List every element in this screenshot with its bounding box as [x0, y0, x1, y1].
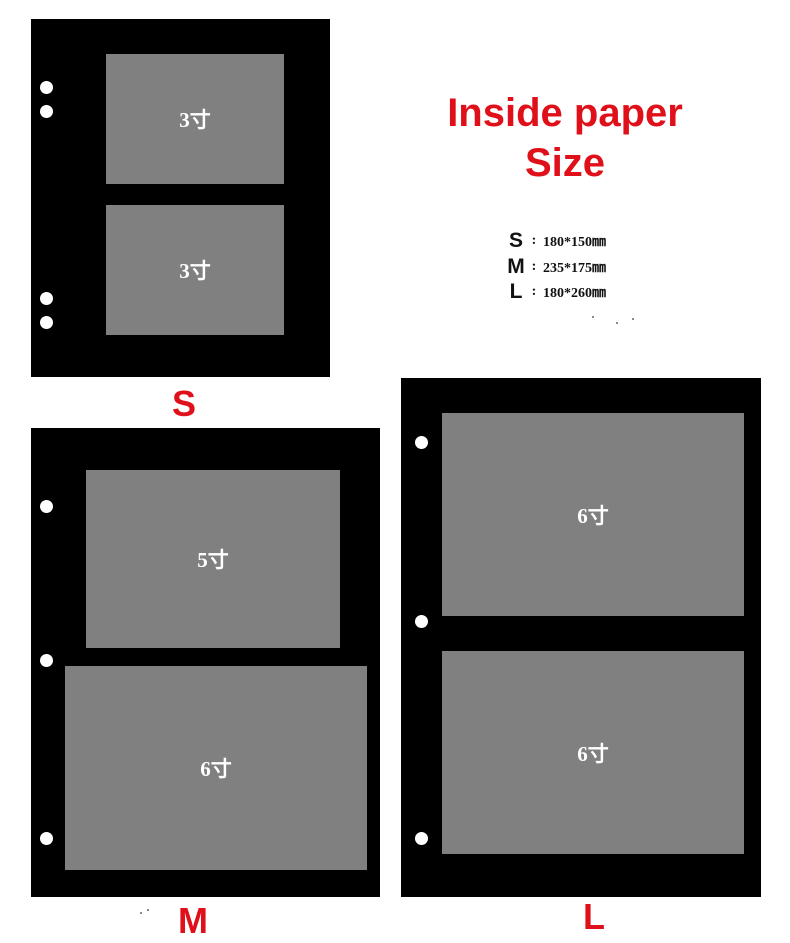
binder-hole: [40, 654, 53, 667]
photo-slot: 3寸: [106, 54, 284, 184]
binder-hole: [415, 832, 428, 845]
binder-hole: [40, 500, 53, 513]
spec-colon: :: [531, 284, 537, 299]
spec-row-m: M : 235*175㎜: [505, 255, 606, 279]
binder-hole: [40, 81, 53, 94]
page-s-label: S: [171, 383, 197, 424]
photo-slot-label: 6寸: [577, 503, 609, 528]
dust-speck: [632, 318, 634, 320]
spec-value: 180*260㎜: [543, 286, 606, 301]
page-m: 5寸 6寸: [31, 428, 380, 897]
photo-slot-label: 6寸: [577, 741, 609, 766]
binder-hole: [40, 292, 53, 305]
page-l: 6寸 6寸: [401, 378, 761, 897]
dust-speck: [147, 909, 149, 911]
photo-slot: 5寸: [86, 470, 340, 648]
binder-hole: [40, 832, 53, 845]
spec-value: 235*175㎜: [543, 261, 606, 276]
photo-slot: 3寸: [106, 205, 284, 335]
photo-slot: 6寸: [442, 413, 744, 616]
binder-hole: [415, 436, 428, 449]
page-m-label: M: [178, 900, 208, 941]
spec-row-l: L : 180*260㎜: [505, 280, 606, 304]
spec-colon: :: [531, 233, 537, 248]
photo-slot-label: 3寸: [179, 259, 211, 283]
dust-speck: [592, 316, 594, 318]
binder-hole: [40, 105, 53, 118]
size-title-line1: Inside paper: [447, 91, 683, 135]
size-title-line2: Size: [524, 141, 606, 185]
size-title: Inside paper Size: [405, 88, 725, 188]
dust-speck: [140, 912, 142, 914]
photo-slot: 6寸: [442, 651, 744, 854]
spec-row-s: S : 180*150㎜: [505, 229, 606, 253]
binder-hole: [415, 615, 428, 628]
spec-letter: M: [507, 255, 525, 278]
spec-letter: L: [509, 280, 523, 303]
page-s: 3寸 3寸: [31, 19, 330, 377]
page-l-label: L: [583, 896, 605, 937]
spec-colon: :: [531, 259, 537, 274]
photo-slot: 6寸: [65, 666, 367, 870]
dust-speck: [616, 322, 618, 324]
photo-slot-label: 5寸: [197, 548, 229, 572]
photo-slot-label: 3寸: [179, 108, 211, 132]
binder-hole: [40, 316, 53, 329]
spec-value: 180*150㎜: [543, 235, 606, 250]
photo-slot-label: 6寸: [200, 757, 232, 781]
spec-letter: S: [508, 229, 523, 252]
